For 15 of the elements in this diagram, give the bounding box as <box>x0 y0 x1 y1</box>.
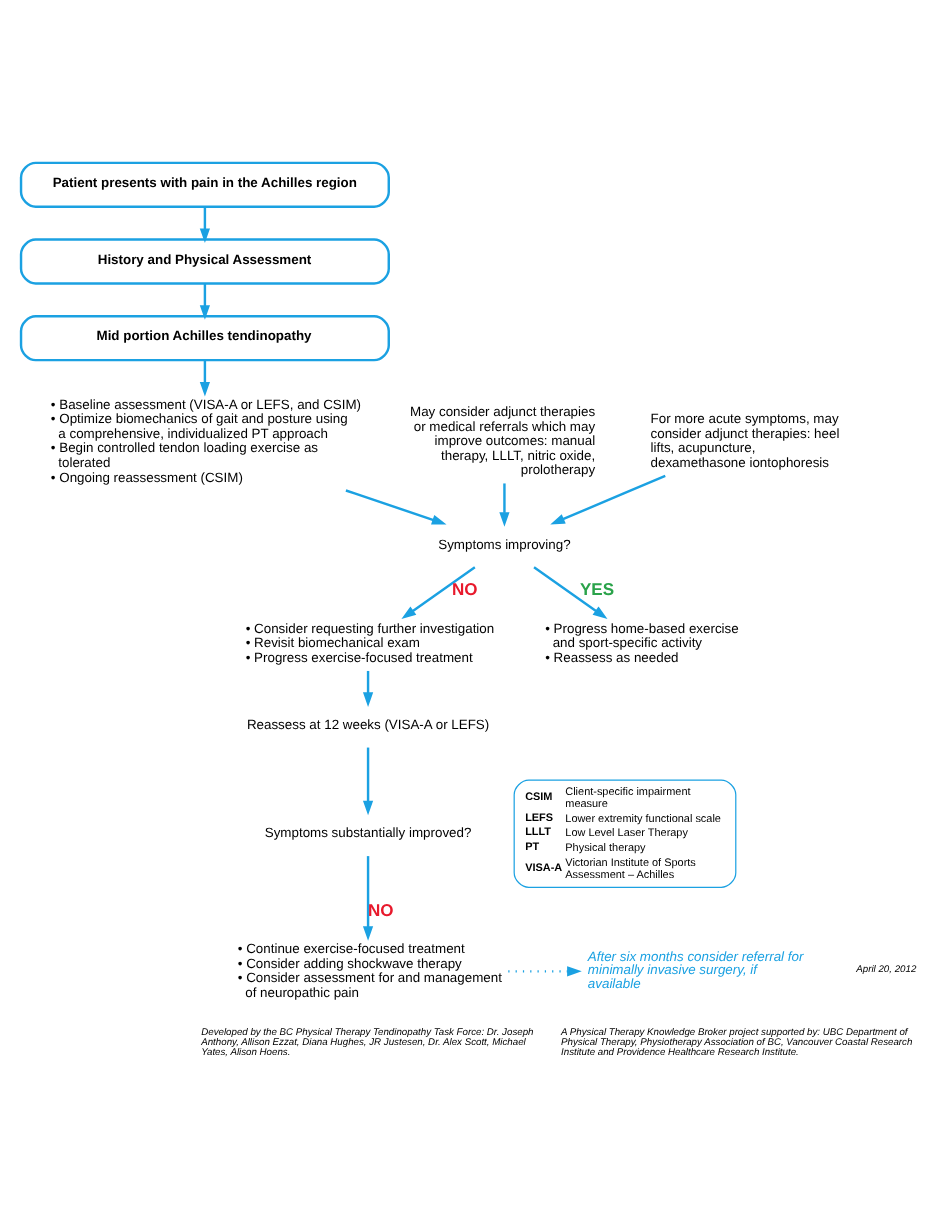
edge-label: YES <box>579 578 615 599</box>
arrow <box>499 482 510 526</box>
arrow <box>199 359 211 396</box>
arrow <box>362 669 374 706</box>
edge-label: NO <box>368 898 394 919</box>
arrow <box>508 965 582 976</box>
arrow <box>401 565 476 619</box>
arrow <box>550 473 666 524</box>
edge-label: NO <box>452 578 478 599</box>
arrow <box>362 746 374 815</box>
arrow <box>199 282 211 319</box>
arrow <box>199 206 211 243</box>
arrow <box>533 565 608 619</box>
arrow <box>345 488 447 524</box>
arrow <box>362 855 374 940</box>
